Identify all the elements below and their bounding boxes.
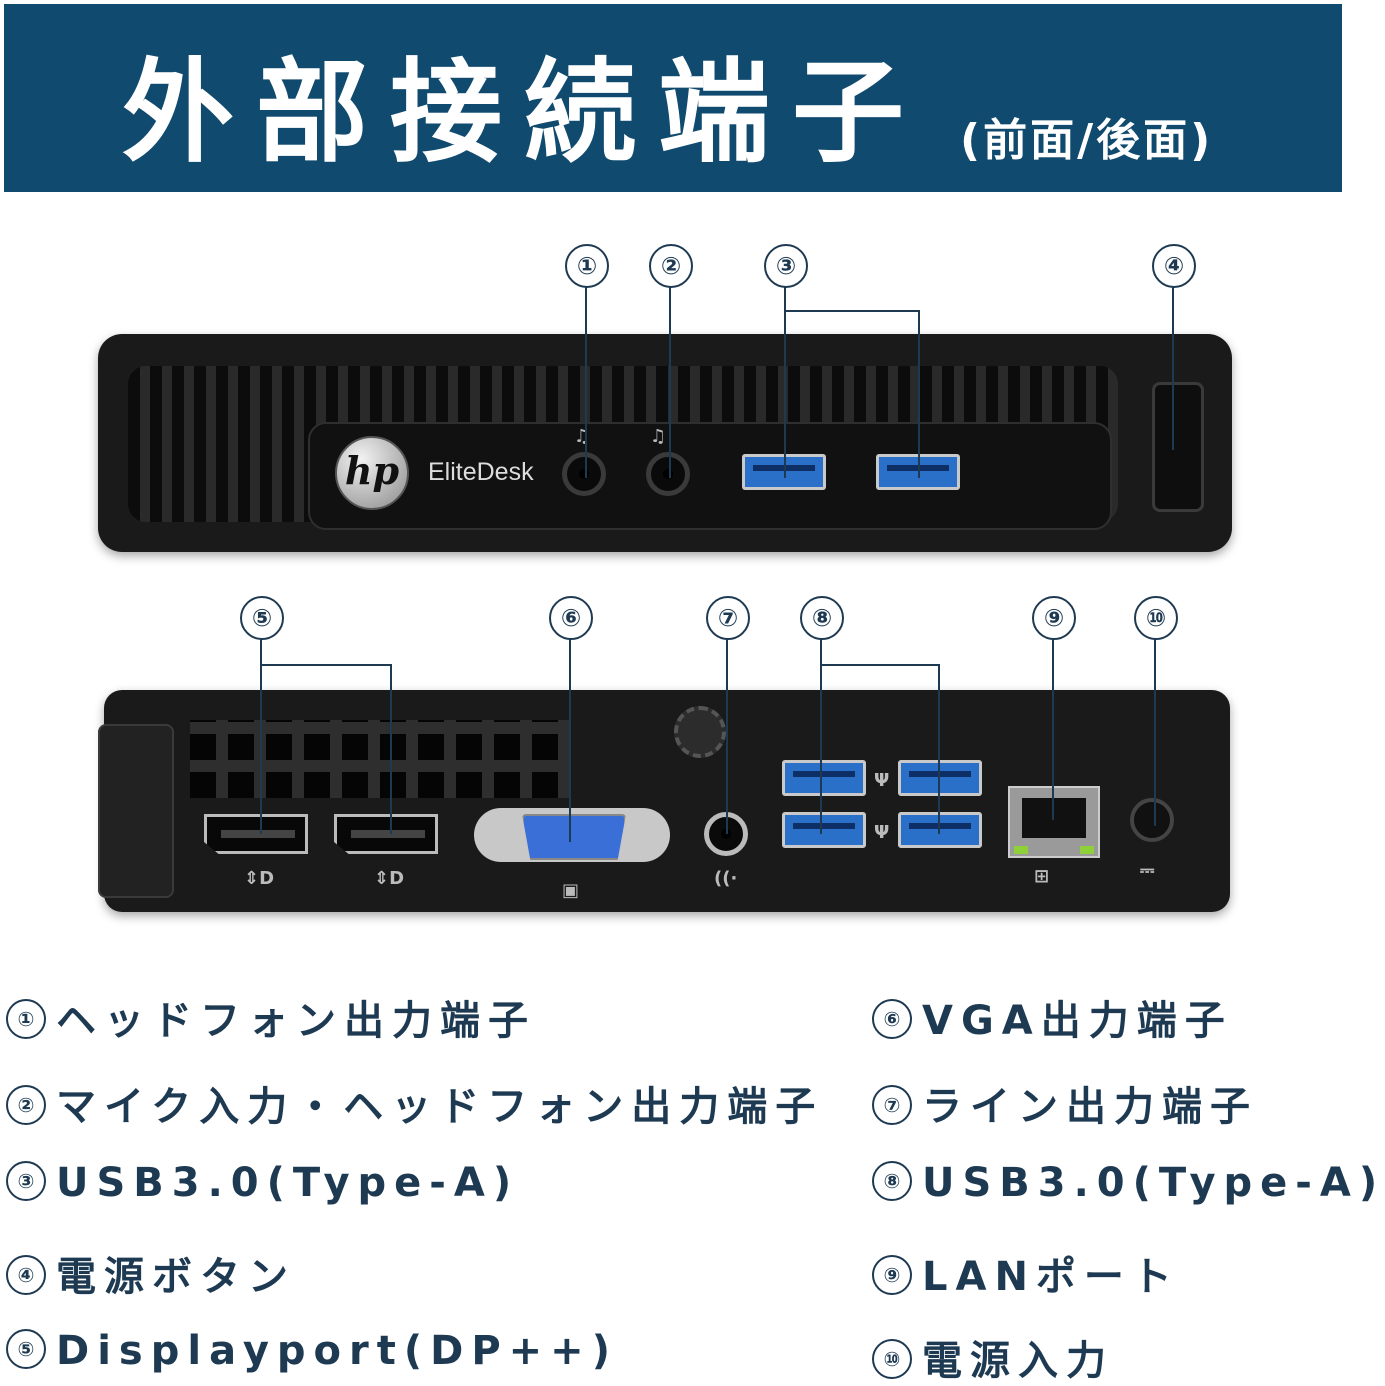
- monitor-icon: ▣: [562, 880, 580, 901]
- hp-logo-icon: hp: [335, 436, 409, 510]
- vga-port[interactable]: [522, 814, 626, 860]
- callout-4: ④: [1152, 244, 1196, 288]
- front-panel-device: hp EliteDesk ♫ ♫: [98, 334, 1232, 552]
- lan-port[interactable]: [1008, 786, 1100, 858]
- rear-usb-port-4[interactable]: [898, 812, 982, 848]
- callout-5: ⑤: [240, 596, 284, 640]
- dc-power-icon: ⎓: [1140, 860, 1155, 881]
- headphone-icon: ♫: [574, 426, 591, 447]
- callout-8: ⑧: [800, 596, 844, 640]
- rear-usb-port-3[interactable]: [898, 760, 982, 796]
- callout-2: ②: [649, 244, 693, 288]
- callout-6: ⑥: [549, 596, 593, 640]
- headphone-jack[interactable]: [562, 452, 606, 496]
- front-io-panel: [308, 422, 1112, 530]
- title-banner: 外部接続端子 (前面/後面): [4, 4, 1342, 192]
- displayport-2[interactable]: [334, 814, 438, 854]
- rear-usb-port-2[interactable]: [782, 812, 866, 848]
- callout-10: ⑩: [1134, 596, 1178, 640]
- displayport-icon: ⇕D: [374, 868, 405, 889]
- callout-9: ⑨: [1032, 596, 1076, 640]
- rear-side-tab: [98, 724, 174, 898]
- usb-icon: Ψ: [874, 770, 890, 791]
- power-input-port[interactable]: [1130, 798, 1174, 842]
- network-icon: ⊞: [1034, 866, 1050, 887]
- page-title: 外部接続端子: [122, 48, 926, 178]
- page-subtitle: (前面/後面): [960, 115, 1214, 166]
- mic-headphone-jack[interactable]: [646, 452, 690, 496]
- displayport-icon: ⇕D: [244, 868, 275, 889]
- line-out-icon: ((·: [714, 868, 738, 889]
- usb-icon: Ψ: [874, 822, 890, 843]
- vga-connector[interactable]: [474, 808, 670, 862]
- rear-panel-device: ⇕D ⇕D ▣ ((· Ψ Ψ ⊞ ⎓: [98, 690, 1230, 912]
- callout-1: ①: [565, 244, 609, 288]
- model-name: EliteDesk: [428, 458, 534, 486]
- callout-7: ⑦: [706, 596, 750, 640]
- thumbscrew-icon: [674, 706, 726, 758]
- mic-icon: ♫: [650, 426, 667, 447]
- rear-usb-port-1[interactable]: [782, 760, 866, 796]
- callout-3: ③: [764, 244, 808, 288]
- displayport-1[interactable]: [204, 814, 308, 854]
- rear-vent-grille: [190, 720, 570, 798]
- power-button[interactable]: [1152, 382, 1204, 512]
